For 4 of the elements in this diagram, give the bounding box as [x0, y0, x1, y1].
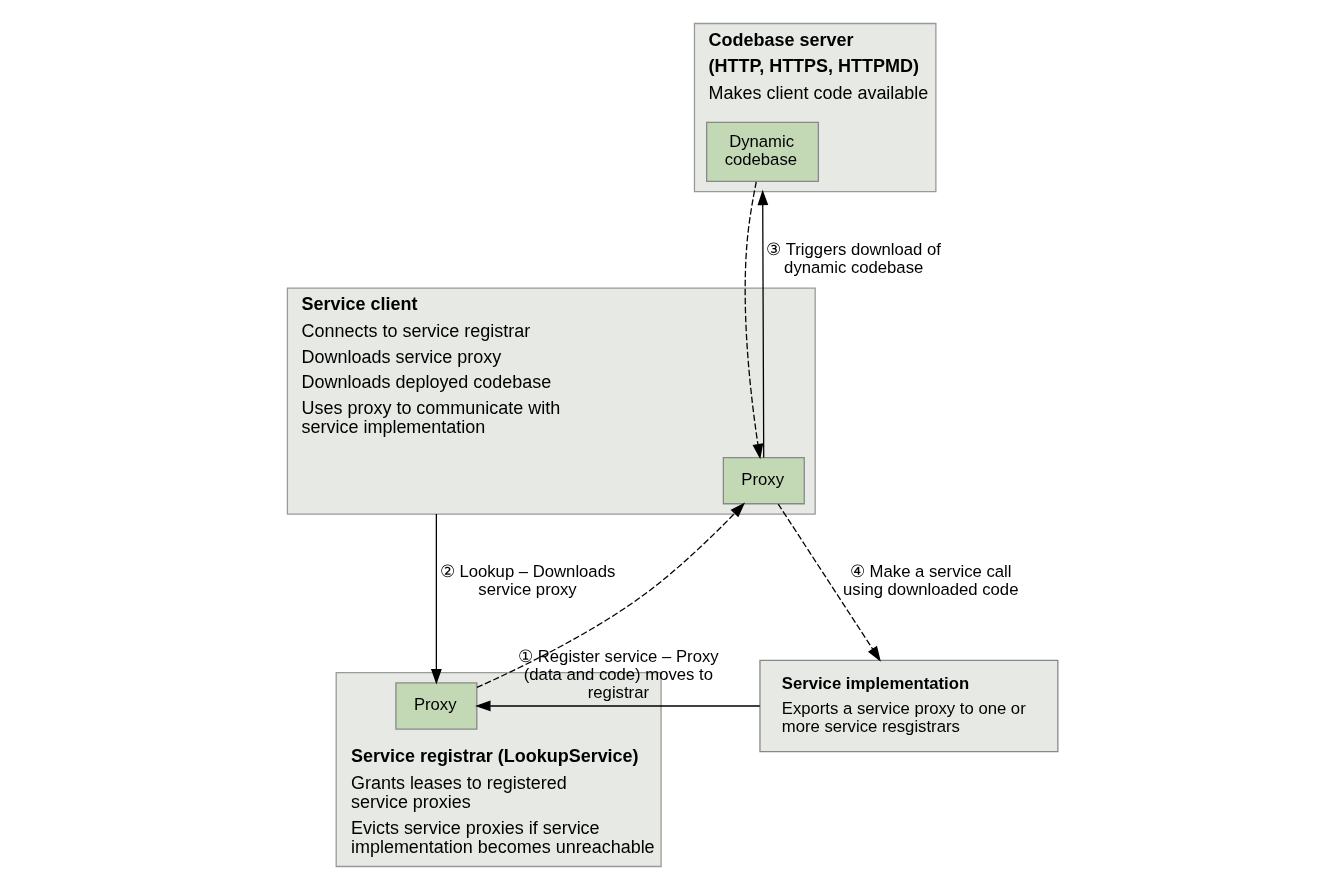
edge-label: ② Lookup – Downloads service proxy: [439, 562, 615, 600]
edge-label: ① Register service – Proxy (data and code) moves to registrar: [517, 646, 719, 702]
edge-label: ③ Triggers download of dynamic codebase: [765, 240, 941, 278]
edge-label: ④ Make a service call using downloaded code: [842, 562, 1018, 600]
